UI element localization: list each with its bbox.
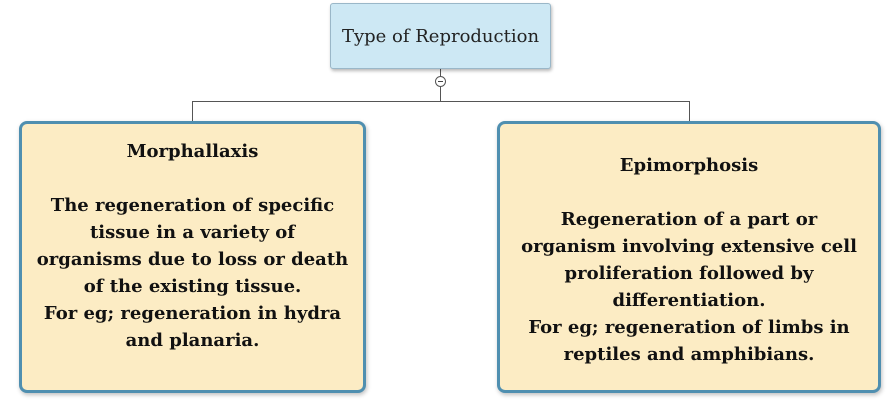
child-node-epimorphosis[interactable]: Epimorphosis Regeneration of a part or o… bbox=[497, 121, 881, 393]
node-example-text: For eg; regeneration in hydra and planar… bbox=[43, 303, 342, 351]
node-example-text: For eg; regeneration of limbs in reptile… bbox=[528, 317, 850, 365]
root-node[interactable]: Type of Reproduction bbox=[330, 3, 551, 69]
node-description: The regeneration of specific tissue in a… bbox=[36, 192, 349, 354]
node-description-text: The regeneration of specific tissue in a… bbox=[36, 195, 349, 297]
collapse-toggle-icon[interactable] bbox=[435, 76, 446, 87]
node-description-text: Regeneration of a part or organism invol… bbox=[521, 209, 857, 311]
node-description: Regeneration of a part or organism invol… bbox=[514, 206, 864, 368]
node-title: Morphallaxis bbox=[126, 141, 259, 162]
child-node-morphallaxis[interactable]: Morphallaxis The regeneration of specifi… bbox=[19, 121, 366, 393]
node-title: Epimorphosis bbox=[619, 155, 759, 176]
root-node-label: Type of Reproduction bbox=[341, 25, 540, 47]
